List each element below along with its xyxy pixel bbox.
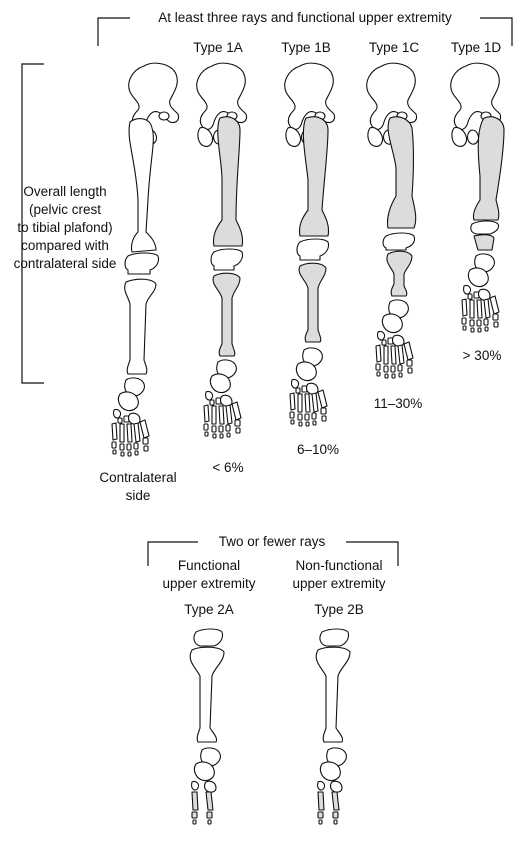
type-2b-label: Type 2B — [314, 602, 364, 617]
type-1b-label: Type 1B — [281, 40, 331, 55]
length-label-line-3: to tibial plafond) — [17, 220, 112, 235]
bottom-header: Two or fewer rays — [147, 534, 399, 566]
contralateral-leg — [111, 62, 180, 457]
type-2a-label: Type 2A — [184, 602, 234, 617]
type-1b-percent: 6–10% — [297, 442, 339, 457]
type-1d-label: Type 1D — [451, 40, 502, 55]
type-1d-percent: > 30% — [463, 348, 502, 363]
type-2a-line-1: Functional — [178, 558, 240, 573]
type-2a-tibia — [189, 646, 225, 743]
type-1b-femur — [298, 116, 330, 237]
type-1c-label: Type 1C — [369, 40, 420, 55]
length-label-line-5: contralateral side — [14, 256, 117, 271]
type-2b-line-1: Non-functional — [295, 558, 382, 573]
type-1b-leg — [284, 62, 336, 427]
type-2b-tibia — [315, 646, 351, 743]
type-1d-leg — [450, 62, 505, 333]
type-1a-femur — [212, 116, 244, 247]
type-1c-percent: 11–30% — [374, 396, 423, 411]
length-label-line-2: (pelvic crest — [29, 202, 101, 217]
length-label-line-4: compared with — [21, 238, 109, 253]
type-2b-leg — [315, 628, 351, 825]
length-bracket — [21, 63, 44, 384]
contralateral-label-line-1: Contralateral — [99, 470, 176, 485]
top-header-text: At least three rays and functional upper… — [158, 10, 452, 25]
type-1c-femur — [386, 116, 417, 229]
type-2b-line-2: upper extremity — [292, 576, 385, 591]
top-bracket-left — [97, 17, 130, 46]
type-1d-femur — [472, 116, 505, 221]
type-1a-leg — [196, 62, 248, 439]
contralateral-label-line-2: side — [126, 488, 151, 503]
contralateral-tibia — [124, 278, 157, 375]
top-header: At least three rays and functional upper… — [97, 10, 513, 46]
type-1a-label: Type 1A — [193, 40, 243, 55]
top-bracket-right — [480, 17, 513, 46]
contralateral-knee — [124, 252, 160, 275]
contralateral-femur — [128, 118, 157, 253]
bottom-header-text: Two or fewer rays — [219, 534, 326, 549]
bottom-bracket-left — [147, 541, 198, 566]
type-1a-percent: < 6% — [212, 460, 243, 475]
type-2a-leg — [189, 628, 225, 825]
bottom-bracket-right — [346, 541, 399, 566]
type-1c-leg — [366, 62, 418, 379]
length-label-line-1: Overall length — [23, 184, 106, 199]
length-label: Overall length (pelvic crest to tibial p… — [14, 184, 117, 271]
type-2a-line-2: upper extremity — [162, 576, 255, 591]
